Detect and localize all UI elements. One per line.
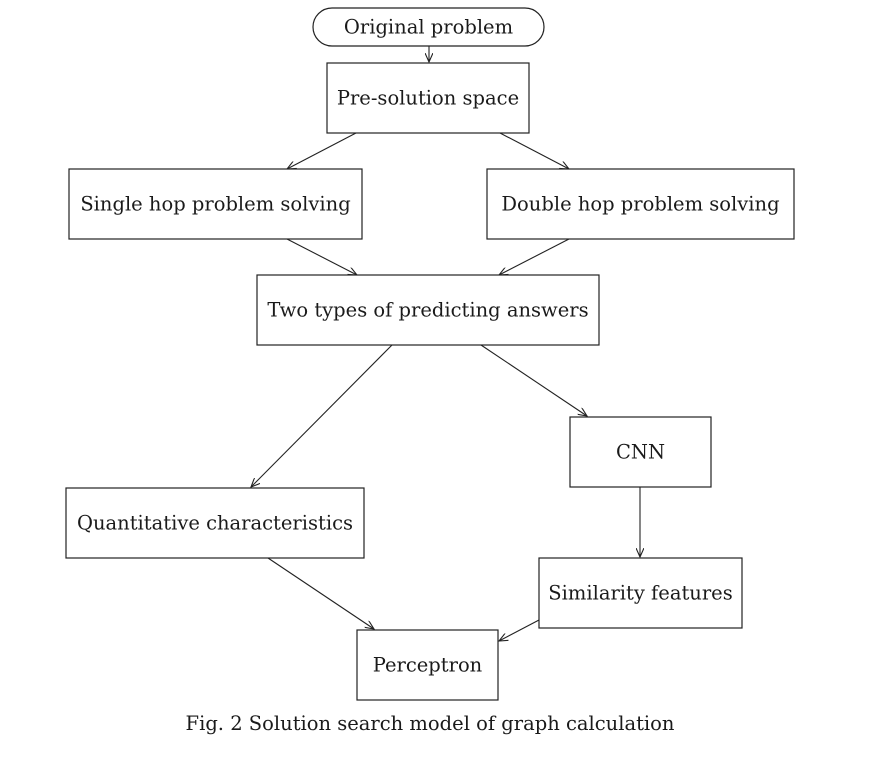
node-label-cnn: CNN <box>616 441 665 464</box>
arrow-twotypes-to-cnn <box>480 344 587 416</box>
node-label-quantitative: Quantitative characteristics <box>77 512 353 535</box>
node-presolution: Pre-solution space <box>326 62 530 134</box>
arrow-doublehop-to-twotypes <box>499 238 570 275</box>
node-box-similarity <box>538 557 743 629</box>
node-similarity: Similarity features <box>538 557 743 629</box>
node-box-original <box>312 7 545 47</box>
arrow-presolution-to-doublehop <box>499 132 569 169</box>
node-box-doublehop <box>486 168 795 240</box>
node-box-quantitative <box>65 487 365 559</box>
node-box-cnn <box>569 416 712 488</box>
arrow-similarity-to-perceptron <box>499 619 540 641</box>
node-box-perceptron <box>356 629 499 701</box>
node-label-similarity: Similarity features <box>548 582 732 605</box>
node-singlehop: Single hop problem solving <box>68 168 363 240</box>
node-perceptron: Perceptron <box>356 629 499 701</box>
node-twotypes: Two types of predicting answers <box>256 274 600 346</box>
node-label-doublehop: Double hop problem solving <box>501 193 779 216</box>
node-original: Original problem <box>312 7 545 47</box>
node-quantitative: Quantitative characteristics <box>65 487 365 559</box>
node-label-original: Original problem <box>344 16 513 39</box>
node-label-perceptron: Perceptron <box>373 654 483 677</box>
arrow-quantitative-to-perceptron <box>267 557 374 629</box>
node-doublehop: Double hop problem solving <box>486 168 795 240</box>
arrow-singlehop-to-twotypes <box>286 238 357 275</box>
edges-layer <box>251 46 640 641</box>
node-label-singlehop: Single hop problem solving <box>80 193 350 216</box>
node-box-presolution <box>326 62 530 134</box>
node-label-twotypes: Two types of predicting answers <box>267 299 588 322</box>
arrow-presolution-to-singlehop <box>287 132 357 169</box>
node-box-singlehop <box>68 168 363 240</box>
node-box-twotypes <box>256 274 600 346</box>
figure-caption: Fig. 2 Solution search model of graph ca… <box>186 712 675 735</box>
node-label-presolution: Pre-solution space <box>337 87 519 110</box>
node-cnn: CNN <box>569 416 712 488</box>
arrow-twotypes-to-quantitative <box>251 344 393 487</box>
